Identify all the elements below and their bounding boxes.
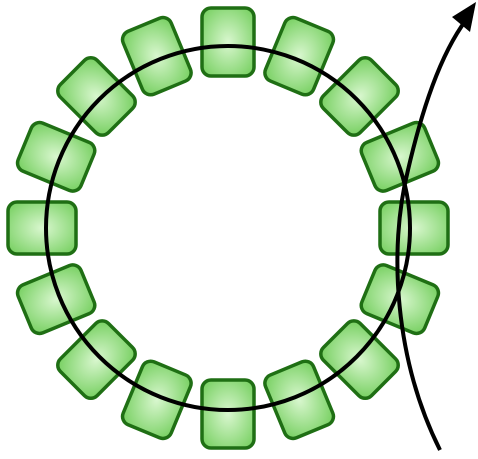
bead xyxy=(120,15,194,98)
bead xyxy=(317,317,402,402)
thread-loop xyxy=(46,46,410,410)
bead-ring xyxy=(8,8,448,448)
bead xyxy=(262,358,336,441)
bead xyxy=(8,202,76,254)
bead xyxy=(15,262,98,336)
bead xyxy=(380,202,448,254)
bead xyxy=(317,54,402,139)
bead xyxy=(54,317,139,402)
arrowhead-icon xyxy=(452,2,476,32)
bead xyxy=(358,120,441,194)
bead xyxy=(262,15,336,98)
bead xyxy=(54,54,139,139)
bead xyxy=(202,380,254,448)
bead xyxy=(202,8,254,76)
bead xyxy=(15,120,98,194)
bead xyxy=(120,358,194,441)
